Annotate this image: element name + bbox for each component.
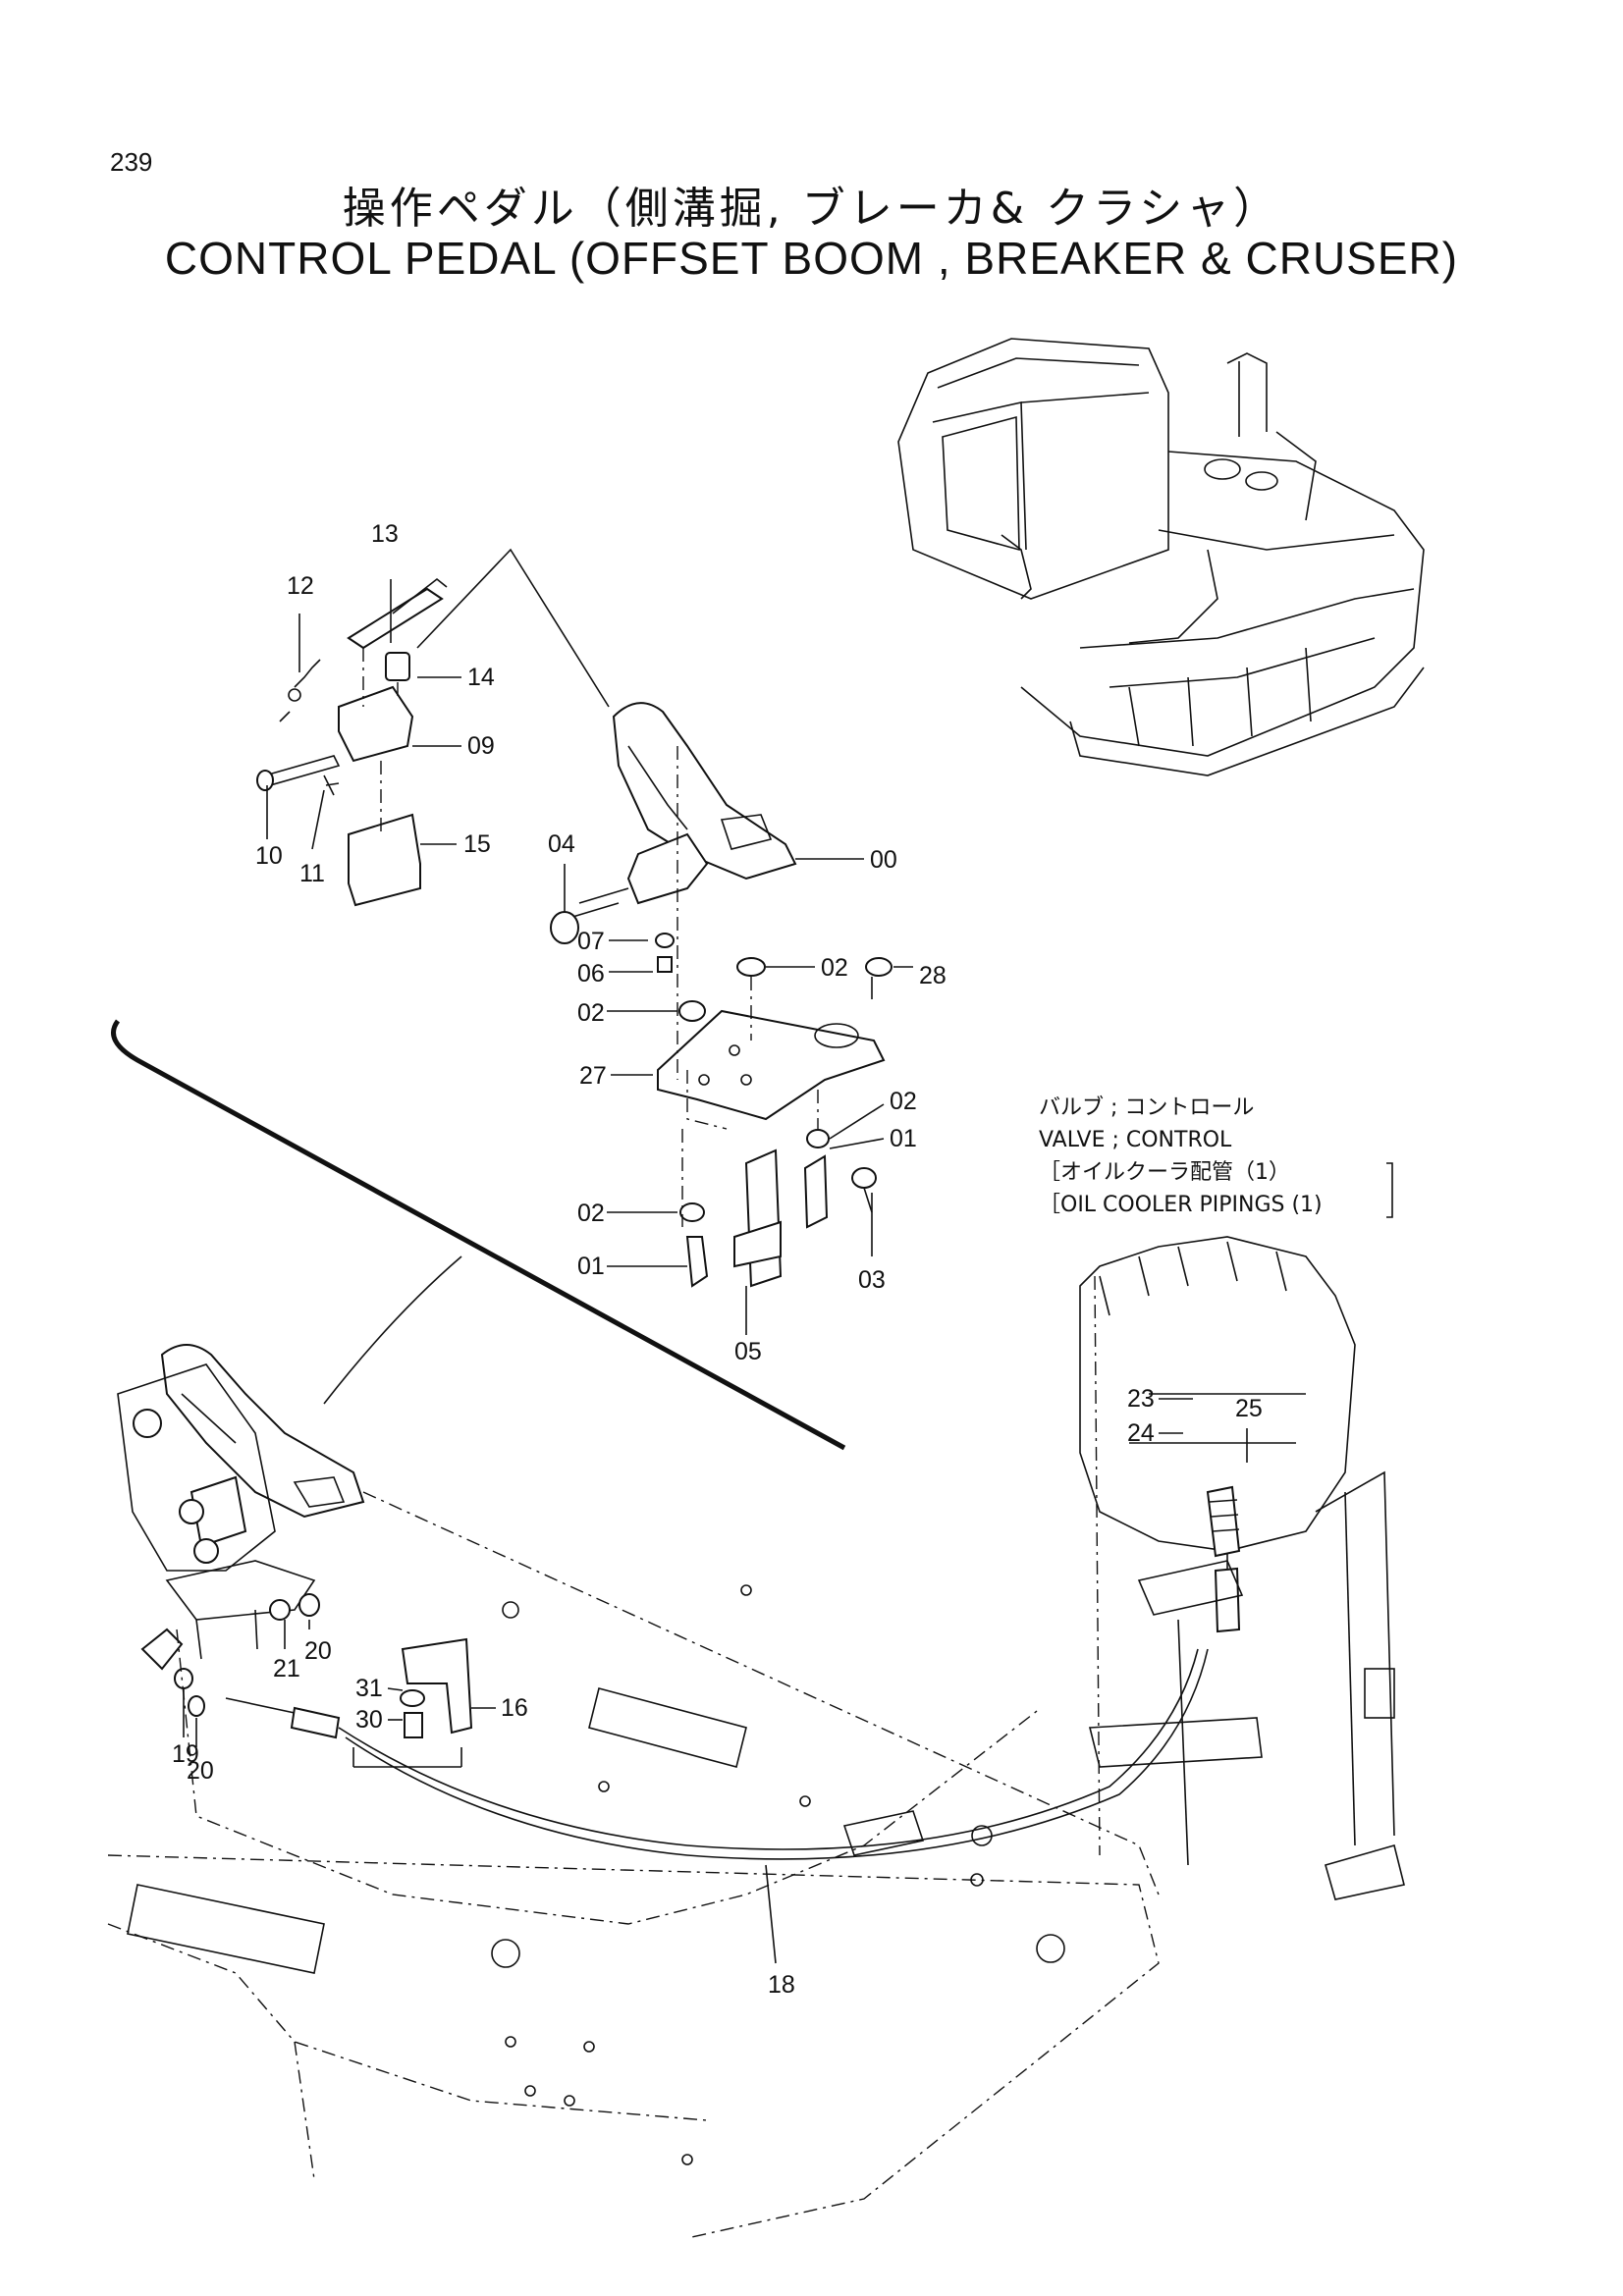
title-english: CONTROL PEDAL (OFFSET BOOM , BREAKER & C… [164, 233, 1459, 284]
callout-03: 03 [858, 1266, 886, 1294]
callout-19: 19 [172, 1740, 199, 1768]
control-cable [225, 1637, 1209, 1860]
callout-04: 04 [548, 830, 575, 858]
excavator-cab-illustration [897, 338, 1425, 776]
floor-plate [107, 1491, 1160, 2239]
callout-01-b: 01 [577, 1253, 605, 1280]
callout-11: 11 [299, 860, 325, 887]
callout-13: 13 [371, 520, 399, 548]
callout-00: 00 [870, 846, 897, 874]
callout-10: 10 [255, 842, 283, 870]
callout-14: 14 [467, 664, 495, 691]
callout-27: 27 [579, 1062, 607, 1090]
callout-18: 18 [768, 1971, 795, 1999]
page-number: 239 [110, 147, 153, 177]
callout-15: 15 [463, 830, 491, 858]
callout-31: 31 [355, 1675, 383, 1702]
switch-subassembly [256, 577, 448, 907]
callout-21: 21 [273, 1655, 300, 1682]
note-line-3: ［オイルクーラ配管（1） [1039, 1160, 1290, 1185]
control-valve-illustration [1079, 1236, 1405, 1900]
callout-02-a: 02 [821, 954, 848, 982]
callout-12: 12 [287, 572, 314, 600]
callout-28: 28 [919, 962, 947, 989]
title-japanese: 操作ペダル（側溝掘, ブレーカ& クラシャ） [342, 184, 1281, 234]
valve-reference-note: バルブ ; コントロール VALVE ; CONTROL ［オイルクーラ配管（1… [1039, 1095, 1393, 1218]
callout-24: 24 [1127, 1419, 1155, 1447]
callout-20-a: 20 [304, 1637, 332, 1665]
pedal-exploded-view [550, 702, 893, 1288]
note-line-1: バルブ ; コントロール [1039, 1095, 1254, 1120]
callout-05: 05 [734, 1338, 762, 1365]
callout-30: 30 [355, 1706, 383, 1734]
note-line-2: VALVE ; CONTROL [1039, 1128, 1232, 1152]
callout-02-c: 02 [890, 1088, 917, 1115]
callout-25: 25 [1235, 1395, 1263, 1422]
callout-01-a: 01 [890, 1125, 917, 1152]
callout-20-b: 20 [187, 1757, 214, 1785]
callout-labels: 13 12 14 09 10 11 15 04 00 07 06 02 28 0… [172, 520, 1263, 1999]
note-line-4: ［OIL COOLER PIPINGS (1) [1039, 1193, 1323, 1217]
callout-09: 09 [467, 732, 495, 760]
callout-23: 23 [1127, 1385, 1155, 1413]
callout-02-b: 02 [577, 999, 605, 1027]
pedal-assembly-illustration [117, 1344, 365, 1717]
callout-02-d: 02 [577, 1200, 605, 1227]
leader-lines [183, 579, 1248, 1964]
callout-16: 16 [501, 1694, 528, 1722]
detail-bracket-line [111, 1019, 846, 1451]
callout-06: 06 [577, 960, 605, 988]
callout-07: 07 [577, 928, 605, 955]
